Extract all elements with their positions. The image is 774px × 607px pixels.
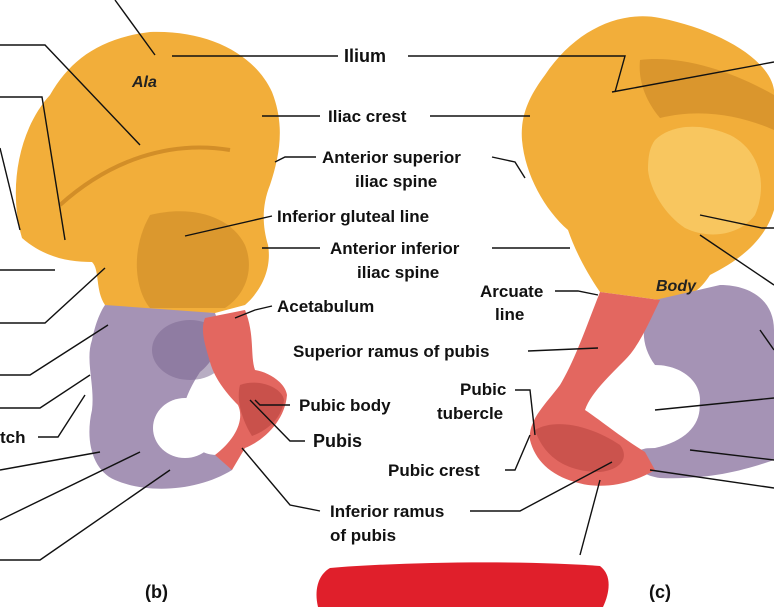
- gluteal-ridge-b: [58, 145, 231, 207]
- pubic-tubercle-label-2: tubercle: [437, 404, 503, 423]
- ilium-label: Ilium: [344, 46, 386, 66]
- anterior-inferior-iliac-spine-label-2: iliac spine: [357, 263, 439, 282]
- hip-bone-medial-view: [521, 16, 774, 486]
- pubic-body-label: Pubic body: [299, 396, 391, 415]
- inferior-ramus-of-pubis-label-2: of pubis: [330, 526, 396, 545]
- anterior-inferior-iliac-spine-label-1: Anterior inferior: [330, 239, 460, 258]
- pubic-tubercle-label-1: Pubic: [460, 380, 506, 399]
- superior-ramus-of-pubis-label: Superior ramus of pubis: [293, 342, 489, 361]
- anterior-superior-iliac-spine-label-1: Anterior superior: [322, 148, 461, 167]
- hip-bone-lateral-view: [15, 31, 287, 489]
- pubis-label: Pubis: [313, 431, 362, 451]
- redaction-marker: [316, 562, 609, 607]
- inferior-gluteal-line-label: Inferior gluteal line: [277, 207, 429, 226]
- iliac-tuberosity-c: [639, 59, 774, 130]
- left-edge-partial-label: tch: [0, 428, 26, 447]
- inferior-ramus-of-pubis-label-1: Inferior ramus: [330, 502, 444, 521]
- iliac-crest-label: Iliac crest: [328, 107, 407, 126]
- acetabulum-label: Acetabulum: [277, 297, 374, 316]
- body-label: Body: [656, 278, 697, 295]
- pubic-crest-label: Pubic crest: [388, 461, 480, 480]
- obturator-foramen-c: [598, 375, 700, 449]
- anterior-superior-iliac-spine-label-2: iliac spine: [355, 172, 437, 191]
- ilium-shading-b: [136, 211, 249, 308]
- arcuate-line-label-2: line: [495, 305, 524, 324]
- auricular-surface-c: [648, 126, 762, 235]
- panel-c-label: (c): [649, 582, 671, 602]
- arcuate-line-label-1: Arcuate: [480, 282, 543, 301]
- ischium-region-c: [636, 285, 774, 479]
- obturator-foramen-b: [153, 398, 217, 458]
- panel-b-label: (b): [145, 582, 168, 602]
- ala-label: Ala: [131, 74, 157, 91]
- pubic-crest-shade-c: [535, 424, 624, 472]
- leader-lines: [0, 0, 774, 561]
- labels: Ala Ilium Iliac crest Anterior superior …: [0, 46, 697, 602]
